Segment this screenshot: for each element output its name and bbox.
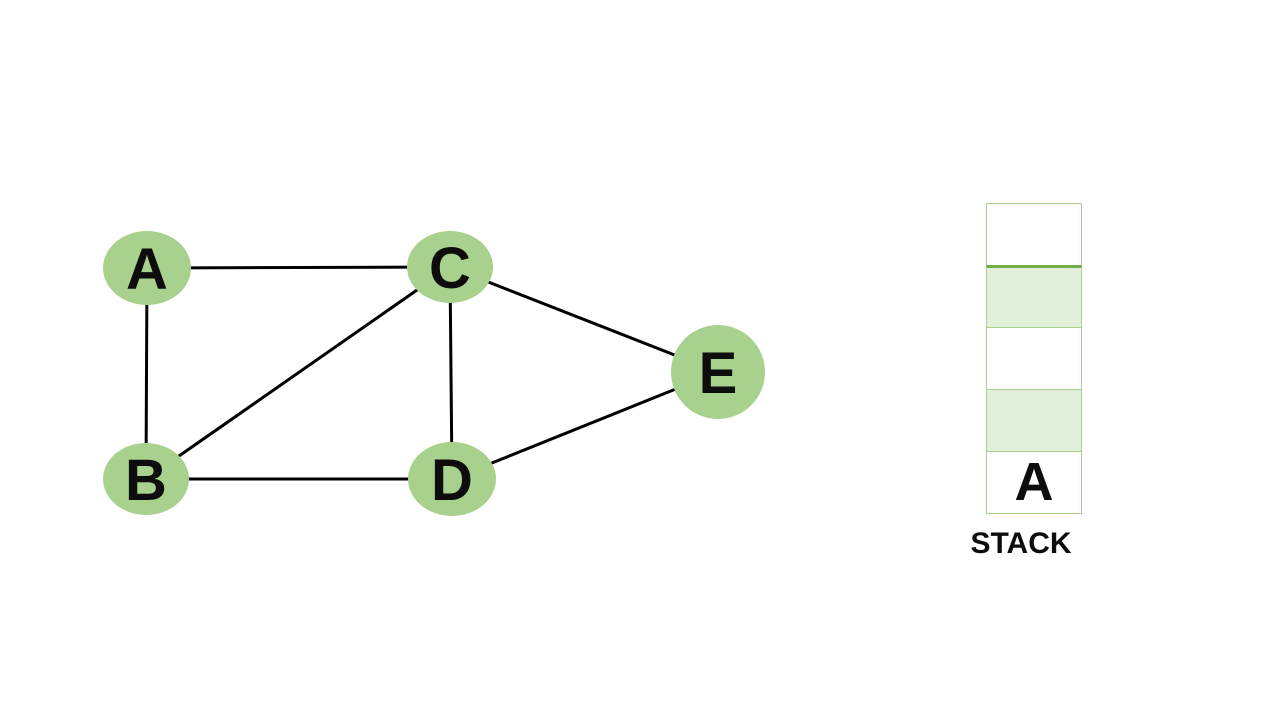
stack-visualization: A <box>986 203 1082 514</box>
graph-node-B: B <box>103 443 189 515</box>
graph-edge-C-E <box>449 265 719 374</box>
graph-node-circle-A <box>103 231 191 305</box>
graph-node-C: C <box>407 231 493 303</box>
graph-node-circle-E <box>671 325 765 419</box>
graph-node-E: E <box>671 325 765 419</box>
stack-cell-3-empty <box>986 389 1082 452</box>
graph-edge-B-C <box>145 265 451 481</box>
stack-cell-value: A <box>1014 452 1054 512</box>
stack-cell-1-empty <box>986 265 1082 328</box>
graph-edge-A-C <box>146 265 451 270</box>
graph-node-D: D <box>408 442 496 516</box>
stack-cell-4-A: A <box>986 451 1082 514</box>
graph-node-A: A <box>103 231 191 305</box>
stack-label: STACK <box>970 527 1072 560</box>
graph-node-label-B: B <box>125 448 167 513</box>
graph-node-circle-D <box>408 442 496 516</box>
graph-node-label-A: A <box>126 237 168 302</box>
graph-edge-D-E <box>451 370 719 481</box>
stack-cell-2-empty <box>986 327 1082 390</box>
graph-node-label-E: E <box>699 341 738 406</box>
graph-node-circle-B <box>103 443 189 515</box>
graph-node-label-D: D <box>431 448 473 513</box>
graph-node-label-C: C <box>429 236 471 301</box>
graph-node-circle-C <box>407 231 493 303</box>
stack-cell-0-empty <box>986 203 1082 266</box>
